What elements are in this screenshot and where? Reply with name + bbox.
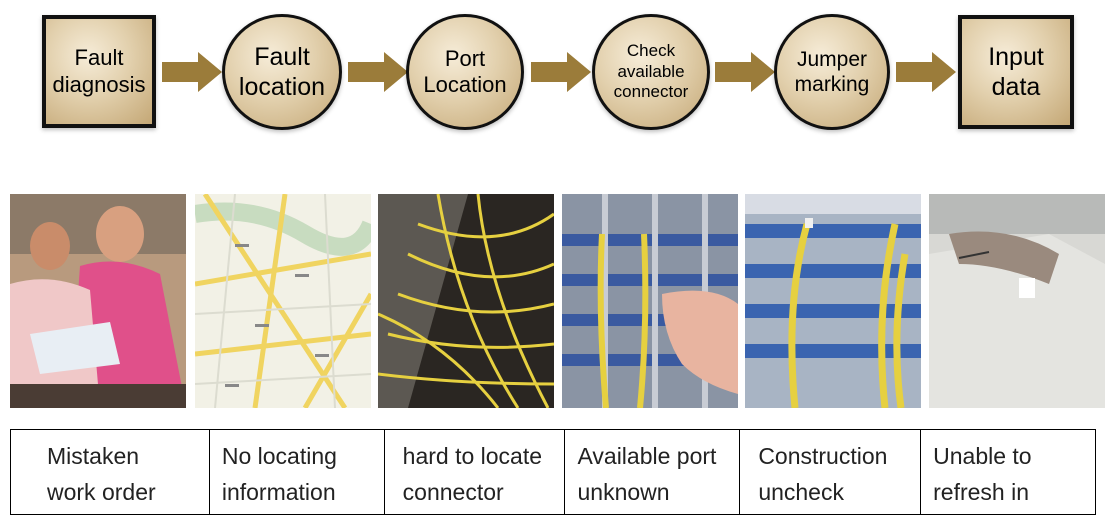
arrow-icon — [348, 52, 408, 92]
step-label: Port Location — [423, 45, 507, 97]
step-label: Input data — [988, 43, 1044, 101]
street-map-photo — [195, 194, 371, 408]
step-label: Check available connector — [613, 41, 689, 102]
arrow-icon — [162, 52, 222, 92]
yellow-jumper-cables-photo — [745, 194, 921, 408]
step-label: Fault location — [238, 43, 326, 101]
caption-cell: Available port unknown — [565, 430, 741, 514]
caption-cell: hard to locate connector — [385, 430, 566, 514]
step-port-location: Port Location — [406, 14, 524, 130]
process-flow: Fault diagnosis Fault location Port Loca… — [0, 0, 1118, 160]
step-jumper-marking: Jumper marking — [774, 14, 890, 130]
caption-cell: No locating information — [210, 430, 385, 514]
two-people-reading-photo — [10, 194, 186, 408]
arrow-icon — [715, 52, 775, 92]
arrow-icon — [531, 52, 591, 92]
caption-cell: Unable to refresh in — [933, 443, 1032, 505]
photo-strip — [0, 194, 1118, 409]
step-check-available-connector: Check available connector — [592, 14, 710, 130]
caption-cell: Construction uncheck — [740, 430, 922, 514]
step-fault-diagnosis: Fault diagnosis — [42, 15, 156, 128]
fiber-patch-panel-photo — [378, 194, 554, 408]
hand-writing-label-photo — [929, 194, 1105, 408]
step-label: Jumper marking — [794, 47, 870, 96]
caption-table: Mistaken work order No locating informat… — [10, 429, 1096, 515]
step-fault-location: Fault location — [222, 14, 342, 130]
caption-cell: Mistaken work order — [11, 430, 210, 514]
finger-on-port-photo — [562, 194, 738, 408]
arrow-icon — [896, 52, 956, 92]
step-input-data: Input data — [958, 15, 1074, 129]
step-label: Fault diagnosis — [52, 45, 146, 97]
